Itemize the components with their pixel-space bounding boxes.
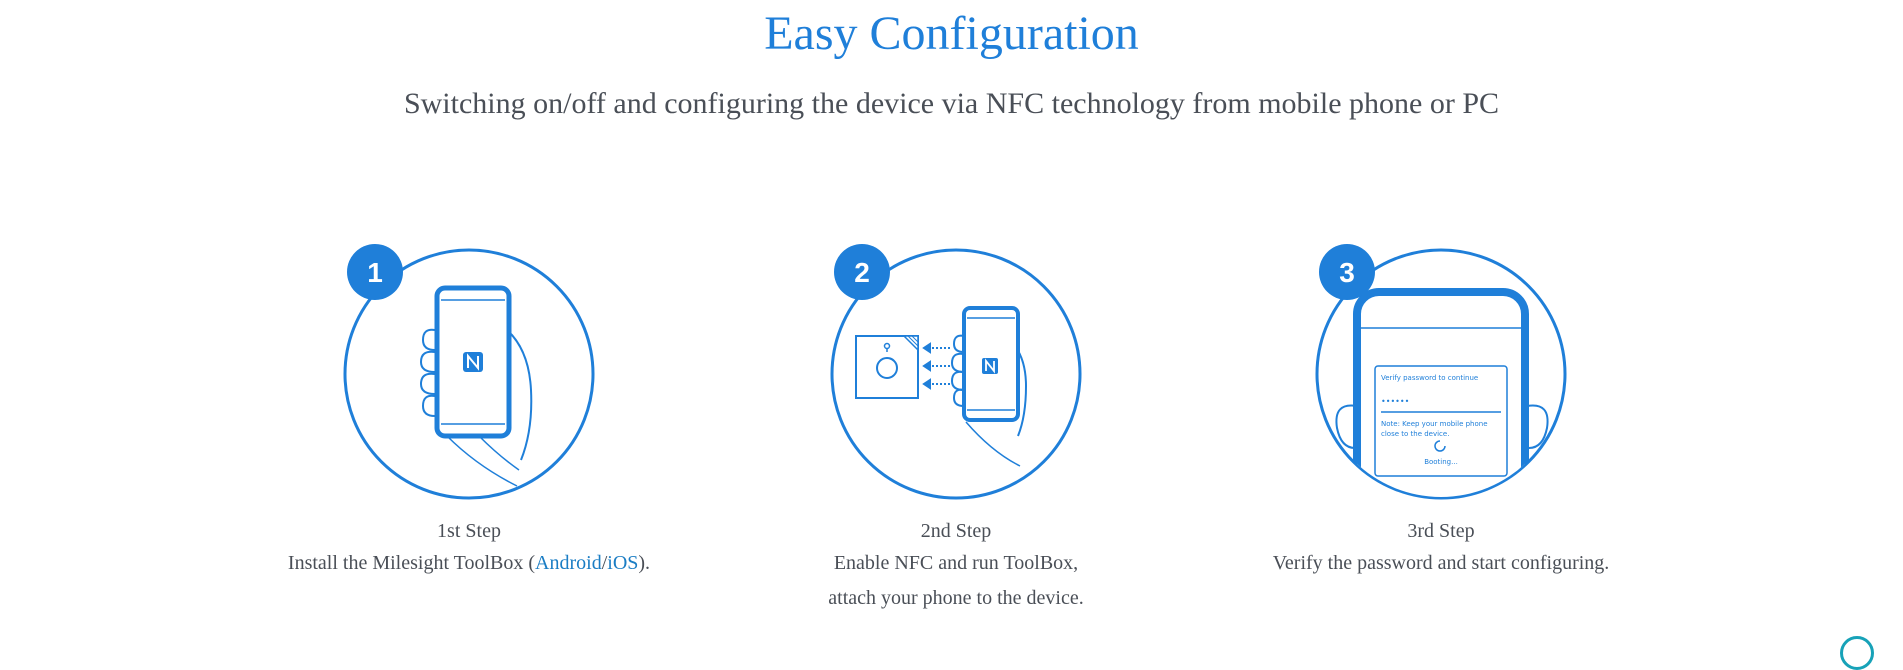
step-number-badge: 1 xyxy=(347,244,403,300)
step-3-illustration: Verify password to continue •••••• Note:… xyxy=(1315,244,1567,500)
step-2: 2 2nd Step Enable NFC and run ToolBox, a… xyxy=(716,240,1196,616)
ios-link[interactable]: iOS xyxy=(607,552,639,574)
hand-icon xyxy=(1335,404,1549,449)
svg-text:close to the device.: close to the device. xyxy=(1381,430,1449,438)
step-number-badge: 2 xyxy=(834,244,890,300)
password-dialog: Verify password to continue •••••• Note:… xyxy=(1374,365,1508,477)
chat-widget-button[interactable] xyxy=(1840,636,1874,670)
android-link[interactable]: Android xyxy=(535,552,602,574)
step-description-line-2: attach your phone to the device. xyxy=(828,587,1084,609)
page-subtitle: Switching on/off and configuring the dev… xyxy=(403,87,1500,120)
arrow-left-icon xyxy=(922,342,952,390)
step-title: 3rd Step xyxy=(1407,520,1475,542)
svg-text:2: 2 xyxy=(854,257,870,288)
step-description-line-1: Verify the password and start configurin… xyxy=(1272,552,1610,574)
step-1: 1 1st Step Install the Milesight ToolBox… xyxy=(229,240,709,581)
step-description: Install the Milesight ToolBox (Android/i… xyxy=(287,552,651,574)
step-number-badge: 3 xyxy=(1319,244,1375,300)
svg-text:Verify password to continue: Verify password to continue xyxy=(1381,374,1478,382)
step-3: Verify password to continue •••••• Note:… xyxy=(1201,240,1681,581)
step-title: 2nd Step xyxy=(920,520,992,542)
hand-icon xyxy=(419,328,533,487)
svg-text:Booting...: Booting... xyxy=(1424,458,1458,466)
nfc-icon xyxy=(982,358,998,374)
step-title: 1st Step xyxy=(437,520,501,542)
svg-text:Note: Keep your mobile phone: Note: Keep your mobile phone xyxy=(1381,420,1488,428)
step-description-line-1: Enable NFC and run ToolBox, xyxy=(833,552,1079,574)
step-1-illustration: 1 xyxy=(343,244,595,500)
svg-text:3: 3 xyxy=(1339,257,1355,288)
loading-spinner-icon xyxy=(1434,440,1446,452)
svg-text:1: 1 xyxy=(367,257,383,288)
nfc-icon xyxy=(463,352,483,372)
hand-icon xyxy=(950,334,1028,467)
step-2-illustration: 2 xyxy=(830,244,1082,500)
svg-text:••••••: •••••• xyxy=(1381,397,1409,406)
device-icon xyxy=(855,335,919,399)
page-title: Easy Configuration xyxy=(764,7,1139,60)
